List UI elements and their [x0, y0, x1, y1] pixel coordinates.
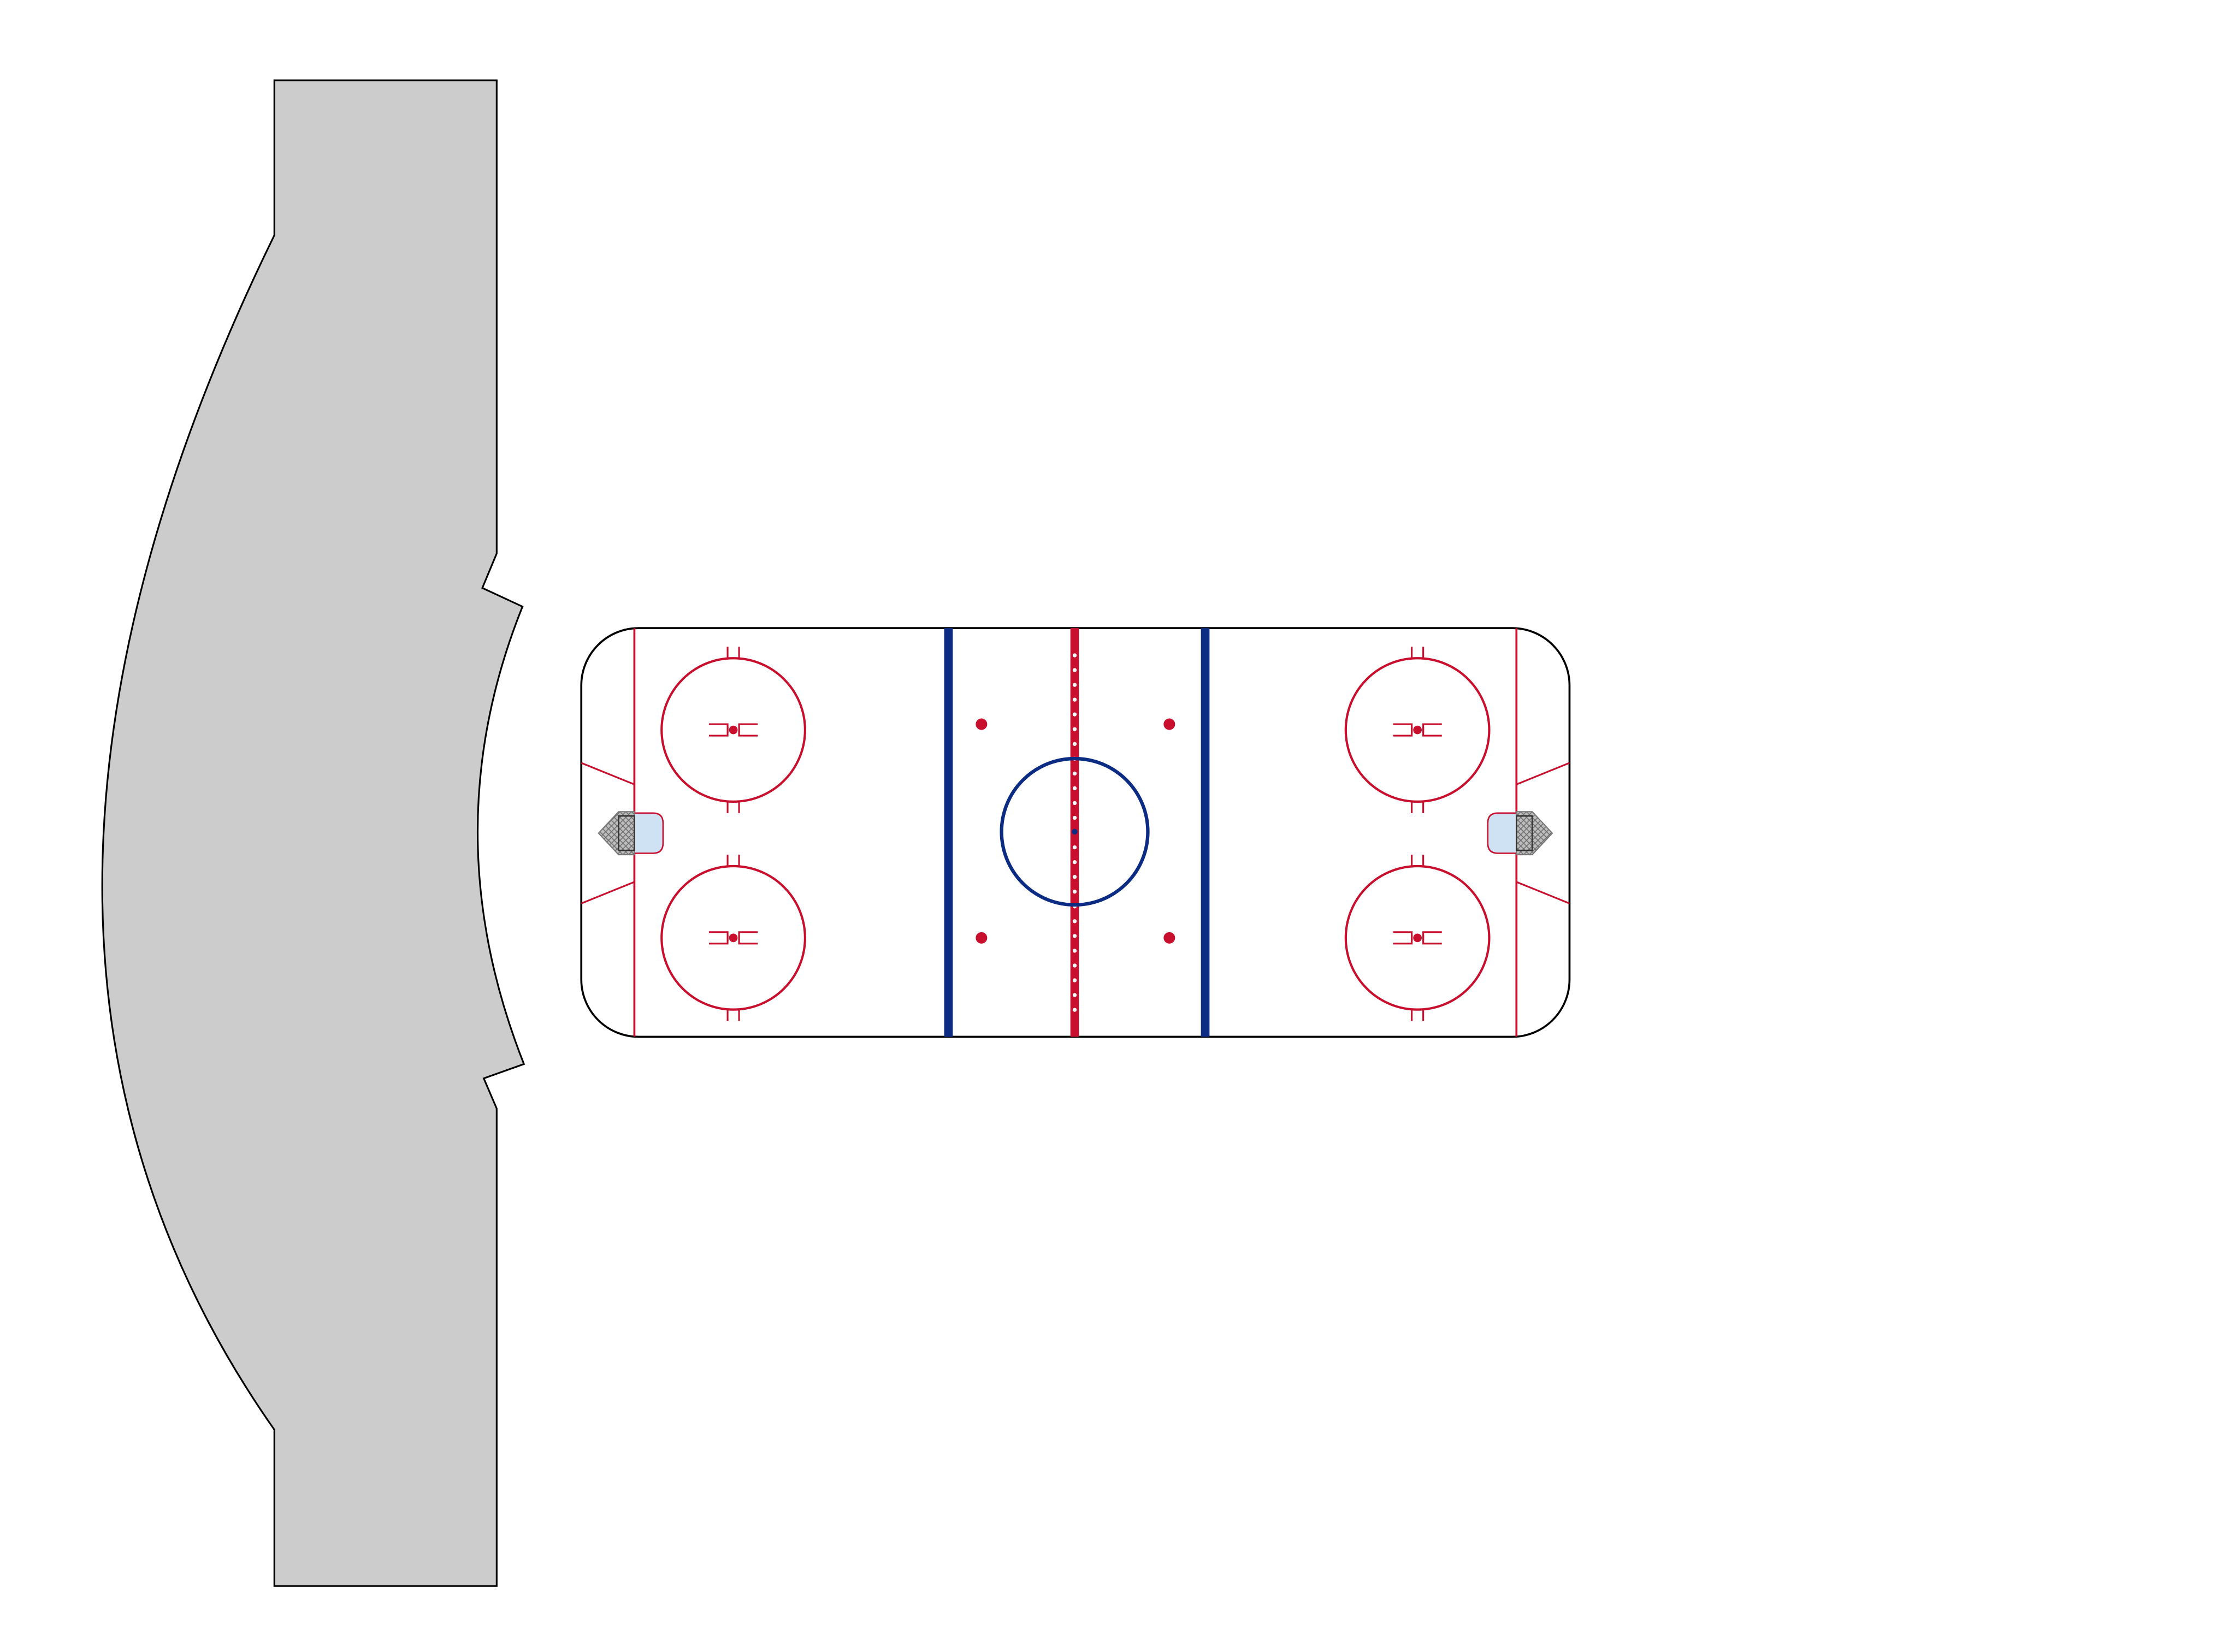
center-line-dash [1072, 771, 1077, 776]
faceoff-hash-l [1393, 727, 1413, 737]
hockey-rink [580, 627, 1571, 1038]
goal-net-left [598, 811, 635, 856]
faceoff-dot [1413, 725, 1422, 735]
center-line-dash [1072, 683, 1077, 687]
faceoff-circles [660, 647, 1491, 1021]
center-line-dash [1072, 919, 1077, 923]
center-line-dash [1072, 712, 1077, 717]
faceoff-circle-ring [1344, 657, 1491, 803]
trapezoid-line-right-bottom [1516, 881, 1570, 904]
faceoff-hash-l [1393, 935, 1413, 945]
trapezoid-line-left-top [581, 762, 635, 785]
faceoff-circle-ring [660, 865, 806, 1011]
center-line-dash [1072, 845, 1077, 850]
goal-crease-right [1487, 812, 1517, 854]
faceoff-circle-ring [660, 657, 806, 803]
neutral-zone-dot-bottom-right [1163, 932, 1175, 944]
center-line-dash [1072, 697, 1077, 702]
center-line-dash [1072, 860, 1077, 865]
neutral-zone-dot-bottom-left [976, 932, 988, 944]
center-line-dash [1072, 742, 1077, 746]
goal-net-right [1515, 811, 1553, 856]
neutral-zone-dot-top-left [976, 718, 988, 730]
trapezoid-line-left-bottom [581, 881, 635, 904]
center-line-dash [1072, 668, 1077, 672]
center-ice-circle [1000, 756, 1150, 907]
blue-line-right [1201, 628, 1210, 1037]
faceoff-hash-l [708, 935, 729, 945]
center-line-dash [1072, 815, 1077, 820]
faceoff-hash-l [708, 727, 729, 737]
goal-crease-left [634, 812, 664, 854]
seating-stand [101, 79, 525, 1587]
faceoff-circle-bottom-right [1344, 855, 1491, 1021]
center-line-dash [1072, 1008, 1077, 1012]
faceoff-dot [729, 933, 738, 943]
center-ice-dot [1072, 828, 1078, 835]
center-line-dash [1072, 727, 1077, 731]
center-line-dash [1072, 934, 1077, 938]
faceoff-hash-l [738, 727, 758, 737]
center-line-dash [1072, 801, 1077, 806]
center-line-dash [1072, 963, 1077, 968]
faceoff-dot [1413, 933, 1422, 943]
center-line-dash [1072, 786, 1077, 791]
faceoff-circle-ring [1344, 865, 1491, 1011]
blue-line-left [944, 628, 953, 1037]
faceoff-hash-l [738, 935, 758, 945]
center-line-dash [1072, 875, 1077, 879]
center-line-dash [1072, 949, 1077, 953]
neutral-zone-dot-top-right [1163, 718, 1175, 730]
center-line-dash [1072, 993, 1077, 997]
faceoff-circle-top-left [660, 647, 806, 813]
center-line-dash [1072, 653, 1077, 658]
faceoff-hash-l [1422, 727, 1442, 737]
trapezoid-line-right-top [1516, 762, 1570, 785]
faceoff-dot [729, 725, 738, 735]
faceoff-hash-l [1422, 935, 1442, 945]
faceoff-circle-bottom-left [660, 855, 806, 1021]
faceoff-circle-top-right [1344, 647, 1491, 813]
center-line-dash [1072, 890, 1077, 894]
center-line-dash [1072, 978, 1077, 982]
